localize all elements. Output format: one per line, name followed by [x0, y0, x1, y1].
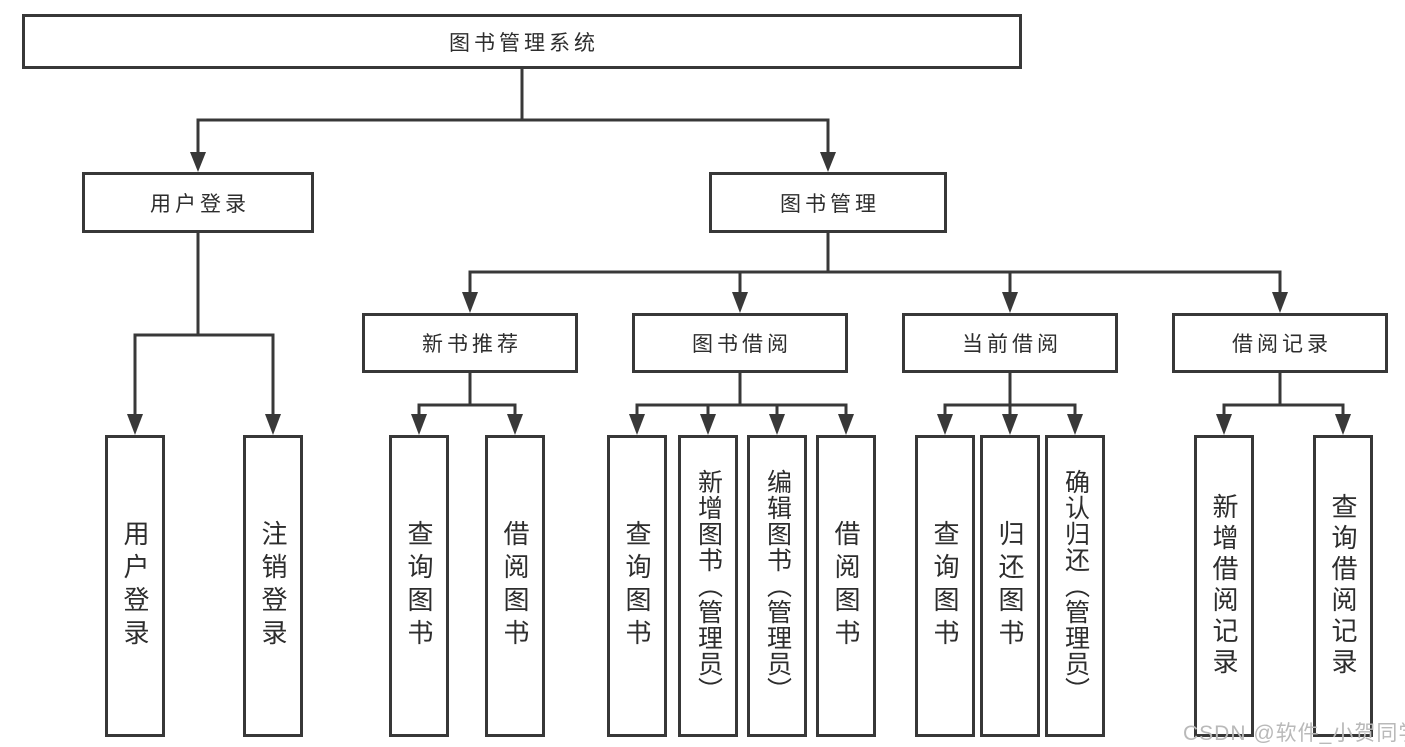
node-current-borrow: 当前借阅 [902, 313, 1118, 373]
leaf-query-books-current: 查询图书 [915, 435, 975, 737]
csdn-watermark: CSDN @软件_小贺同学 [1183, 722, 1405, 745]
node-label: 注销登录 [258, 520, 288, 652]
arrowhead-icon [462, 292, 478, 313]
node-label: 新书推荐 [422, 333, 522, 356]
arrowhead-icon [1002, 414, 1018, 435]
leaf-user-login: 用户登录 [105, 435, 165, 737]
node-library-system: 图书管理系统 [22, 14, 1022, 69]
leaf-borrow-books-recommend: 借阅图书 [485, 435, 545, 737]
arrowhead-icon [190, 152, 206, 172]
node-user-login: 用户登录 [82, 172, 314, 233]
node-book-management: 图书管理 [709, 172, 947, 233]
connector-book-borrow-to-leaves [629, 373, 854, 435]
node-label: 借阅记录 [1232, 333, 1332, 356]
node-label: 用户登录 [120, 520, 150, 652]
node-label: 编辑图书（管理员） [763, 469, 792, 703]
node-label: 图书借阅 [692, 333, 792, 356]
arrowhead-icon [1335, 414, 1351, 435]
arrowhead-icon [937, 414, 953, 435]
node-borrow-records: 借阅记录 [1172, 313, 1388, 373]
arrowhead-icon [629, 414, 645, 435]
arrowhead-icon [127, 414, 143, 435]
leaf-logout: 注销登录 [243, 435, 303, 737]
node-label: 新增图书（管理员） [694, 469, 723, 703]
arrowhead-icon [838, 414, 854, 435]
node-label: 归还图书 [995, 520, 1025, 652]
node-label: 借阅图书 [500, 520, 530, 652]
arrowhead-icon [732, 292, 748, 313]
leaf-query-borrow-record: 查询借阅记录 [1313, 435, 1373, 737]
connector-line [1222, 373, 1345, 416]
node-book-borrow: 图书借阅 [632, 313, 848, 373]
connector-line [133, 233, 275, 416]
connector-root-to-level2 [190, 68, 836, 172]
connector-line [196, 68, 830, 153]
leaf-confirm-return-admin: 确认归还（管理员） [1045, 435, 1105, 737]
connector-line [943, 373, 1077, 416]
connector-line [468, 233, 1282, 294]
node-label: 查询图书 [404, 520, 434, 652]
connector-book-management-to-level3 [462, 233, 1288, 313]
node-new-book-recommend: 新书推荐 [362, 313, 578, 373]
leaf-add-borrow-record: 新增借阅记录 [1194, 435, 1254, 737]
node-label: 查询图书 [622, 520, 652, 652]
node-label: 新增借阅记录 [1209, 493, 1239, 679]
arrowhead-icon [265, 414, 281, 435]
leaf-borrow-books: 借阅图书 [816, 435, 876, 737]
arrowhead-icon [507, 414, 523, 435]
leaf-edit-book-admin: 编辑图书（管理员） [747, 435, 807, 737]
arrowhead-icon [1216, 414, 1232, 435]
connector-line [635, 373, 848, 416]
leaf-return-book: 归还图书 [980, 435, 1040, 737]
node-label: 用户登录 [150, 192, 250, 216]
connector-current-borrow-to-leaves [937, 373, 1083, 435]
connector-user-login-to-leaves [127, 233, 281, 435]
node-label: 图书管理系统 [449, 31, 599, 55]
arrowhead-icon [1272, 292, 1288, 313]
connector-borrow-records-to-leaves [1216, 373, 1351, 435]
leaf-query-books-borrow: 查询图书 [607, 435, 667, 737]
node-label: 查询图书 [930, 520, 960, 652]
node-label: 确认归还（管理员） [1061, 469, 1090, 703]
arrowhead-icon [411, 414, 427, 435]
connector-new-book-to-leaves [411, 373, 523, 435]
leaf-query-books-recommend: 查询图书 [389, 435, 449, 737]
arrowhead-icon [1067, 414, 1083, 435]
arrowhead-icon [1002, 292, 1018, 313]
node-label: 图书管理 [780, 192, 880, 216]
node-label: 当前借阅 [962, 333, 1062, 356]
arrowhead-icon [769, 414, 785, 435]
arrowhead-icon [700, 414, 716, 435]
leaf-add-book-admin: 新增图书（管理员） [678, 435, 738, 737]
connector-line [417, 373, 517, 416]
node-label: 查询借阅记录 [1328, 493, 1358, 679]
arrowhead-icon [820, 152, 836, 172]
node-label: 借阅图书 [831, 520, 861, 652]
